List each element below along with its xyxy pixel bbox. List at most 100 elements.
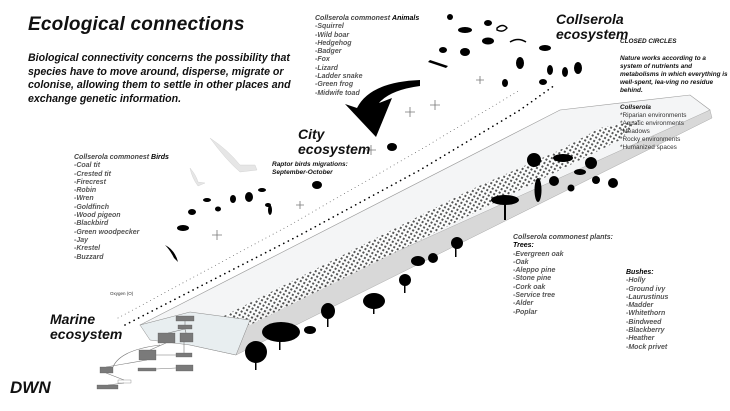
animal-item: -Badger [315, 48, 342, 56]
environment-item: *Riparian environments [620, 112, 687, 119]
dog-icon [312, 181, 322, 189]
rabbit-icon [460, 48, 470, 56]
tree-icon [567, 184, 575, 192]
bush-item: -Ground ivy [626, 285, 666, 293]
bird-icon [539, 45, 551, 51]
plants-heading: Collserola commonest plants: [513, 234, 613, 241]
bird-icon [516, 57, 524, 69]
city-fabric [220, 120, 640, 325]
tree-icon [553, 154, 573, 162]
signature: DWN [10, 378, 51, 397]
squirrel-icon [458, 27, 472, 33]
bushes-list: Bushes: -Holly -Ground ivy -Laurustinus … [626, 269, 668, 352]
butterfly-icon [215, 206, 221, 212]
butterfly-icon [188, 209, 196, 215]
tree-icon [608, 178, 618, 188]
birds-list: Collserola commonest Birds -Coal tit -Cr… [74, 154, 169, 262]
tree-silhouettes [245, 153, 618, 370]
flow-node [137, 367, 157, 372]
bird-icon [547, 65, 553, 75]
animal-item: -Wild boar [315, 31, 350, 39]
tree-icon [451, 237, 463, 249]
bird-icon [268, 205, 272, 215]
animals-list: Collserola commonest Animals -Squirrel -… [315, 15, 419, 98]
collserola-ecosystem-label: Collserola ecosystem [556, 11, 629, 42]
flow-node [177, 324, 193, 330]
bird-item: -Green woodpecker [74, 228, 140, 236]
raptor-migration-note: Raptor birds migrations: September-Octob… [272, 161, 348, 176]
snake-icon [496, 24, 508, 32]
page-title: Ecological connections [28, 14, 245, 35]
bush-item: -Blackberry [626, 327, 665, 335]
intro-paragraph: Biological connectivity concerns the pos… [28, 52, 291, 105]
tree-icon [411, 256, 425, 266]
dog-icon [387, 143, 397, 151]
animals-heading: Collserola commonest Animals [315, 15, 420, 22]
tree-item: -Service tree [513, 292, 556, 300]
flow-node [179, 332, 194, 343]
birds-heading: Collserola commonest Birds [74, 154, 169, 161]
bird-item: -Robin [74, 187, 97, 195]
bird-item: -Crested tit [74, 170, 111, 178]
bush-item: -Mock privet [626, 343, 668, 351]
spider-icon [447, 14, 453, 20]
flow-node [96, 384, 119, 390]
pigeon-icon [209, 137, 258, 173]
closed-circles-text: Nature works according to a system of nu… [620, 55, 728, 94]
bush-item: -Heather [626, 335, 655, 343]
environment-item: *Rocky environments [620, 136, 681, 143]
bird-flock [165, 137, 272, 262]
tree-icon [527, 153, 541, 167]
animal-item: -Squirrel [315, 23, 344, 31]
flow-node [175, 352, 193, 358]
environment-item: *Meadows [620, 128, 650, 135]
flow-node [99, 366, 114, 374]
flow-node [175, 315, 195, 322]
tree-item: -Evergreen oak [513, 250, 564, 258]
frog-icon [484, 20, 492, 26]
bird-icon [203, 198, 211, 202]
closed-circles-heading: CLOSED CIRCLES [620, 38, 677, 45]
animal-item: -Ladder snake [315, 73, 363, 81]
bush-item: -Holly [626, 277, 646, 285]
bird-item: -Krestel [74, 245, 101, 253]
bush-item: -Madder [626, 302, 654, 310]
cypress-icon [534, 178, 542, 202]
flow-node [157, 332, 176, 344]
swallow-icon [165, 245, 178, 262]
bush-item: -Bindweed [626, 318, 662, 326]
pigeon-icon [189, 167, 206, 187]
tree-icon [549, 176, 559, 186]
animal-silhouettes [265, 14, 582, 207]
bird-item: -Firecrest [74, 178, 106, 186]
animal-item: -Lizard [315, 64, 338, 72]
trees-list: Collserola commonest plants: Trees: -Eve… [513, 234, 613, 317]
animal-item: -Midwife toad [315, 89, 360, 97]
animal-item: -Fox [315, 56, 330, 64]
marine-flow-diagram [96, 315, 195, 390]
bush-item: -Whitethorn [626, 310, 666, 318]
animal-item: -Hedgehog [315, 39, 352, 47]
tree-item: -Stone pine [513, 275, 552, 283]
bird-item: -Blackbird [74, 220, 109, 228]
bird-icon [502, 79, 508, 87]
tree-icon [262, 322, 300, 342]
flow-node [117, 379, 132, 384]
city-ecosystem-label: City ecosystem [298, 126, 371, 157]
environment-item: *Humanized spaces [620, 144, 677, 151]
bushes-heading: Bushes: [626, 269, 654, 276]
owl-icon [574, 62, 582, 74]
tree-item: -Alder [513, 300, 534, 308]
flow-node [175, 364, 194, 372]
plus-markers [212, 76, 484, 240]
snake-icon [509, 38, 527, 43]
tree-icon [592, 176, 600, 184]
bird-icon [245, 192, 253, 202]
closed-circles-panel: CLOSED CIRCLES Nature works according to… [620, 38, 728, 152]
bird-item: -Wood pigeon [74, 212, 121, 220]
tree-icon [585, 157, 597, 169]
bird-item: -Coal tit [74, 162, 101, 170]
bird-item: -Buzzard [74, 253, 104, 261]
lizard-icon [428, 60, 448, 68]
